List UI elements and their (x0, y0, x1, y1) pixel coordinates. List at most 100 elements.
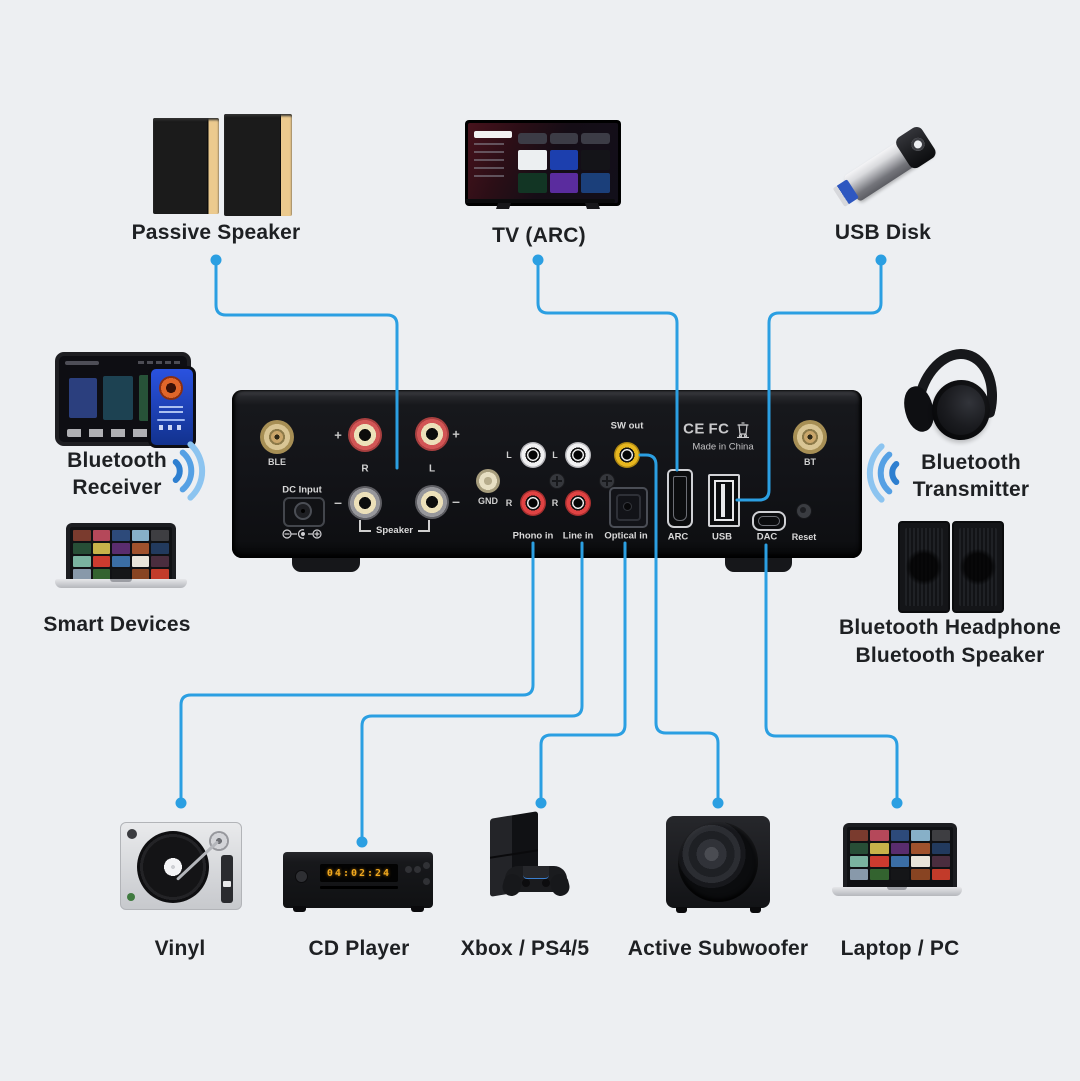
tv-bottom-bezel (465, 199, 615, 203)
port-label-dac: DAC (756, 531, 778, 543)
line-in-left-jack (565, 442, 591, 468)
reset-button[interactable] (796, 503, 812, 519)
tile (151, 530, 169, 541)
cd-knob (295, 870, 308, 883)
tv-shortcut-row (518, 133, 610, 144)
cd-slot (320, 886, 398, 889)
tile (73, 556, 91, 567)
subwoofer-foot (750, 907, 761, 913)
vinyl-illustration (120, 822, 242, 910)
tv-app-tiles (518, 150, 610, 193)
port-label-dc-input: DC Input (282, 484, 322, 496)
tile (581, 133, 610, 144)
tile (131, 556, 150, 567)
ble-antenna-connector (260, 420, 294, 454)
cd-button (423, 878, 430, 885)
panel-screw (599, 473, 615, 489)
tile (850, 830, 869, 841)
tile (112, 543, 130, 554)
tile (911, 856, 930, 867)
usb-disk-connector (832, 179, 859, 207)
line-laptop-dac (764, 543, 899, 802)
gamepad-grip (548, 872, 572, 898)
laptop-pc-label: Laptop / PC (840, 937, 960, 960)
bluetooth-receiver-label-1: Bluetooth (67, 449, 167, 472)
smart-devices-label: Smart Devices (43, 613, 191, 636)
tile (911, 830, 930, 841)
speaker-post-r-plus (348, 418, 382, 452)
usb-disk-label: USB Disk (834, 221, 932, 244)
subwoofer-driver (678, 822, 758, 902)
gamepad-touchpad (523, 866, 549, 879)
tile (112, 569, 130, 579)
cd-player-label: CD Player (308, 937, 410, 960)
bt-antenna-connector (793, 420, 827, 454)
channel-label-l: L (552, 450, 558, 460)
bracket-corner (417, 520, 430, 532)
line-cd-linein (360, 541, 584, 840)
port-label-ble: BLE (268, 457, 286, 467)
tile (549, 133, 579, 144)
album-grid (70, 527, 172, 579)
cd-player-illustration: 04:02:24 (283, 852, 433, 912)
tile (92, 530, 111, 541)
tv-search-bar (474, 131, 512, 138)
speaker-post-l-minus (415, 485, 449, 519)
turntable-switch (127, 893, 135, 901)
sw-out-jack (614, 442, 640, 468)
tv-label: TV (ARC) (492, 224, 586, 247)
tile (870, 856, 889, 867)
subwoofer-illustration (666, 816, 770, 913)
tablet-album (103, 376, 133, 420)
tile (850, 843, 869, 854)
cd-foot (293, 906, 306, 912)
passive-speaker-label: Passive Speaker (131, 221, 301, 244)
tile (890, 869, 910, 880)
subwoofer-label: Active Subwoofer (627, 937, 809, 960)
bracket-corner (359, 520, 371, 532)
tile (850, 856, 869, 867)
tile (870, 830, 889, 841)
tile (73, 543, 91, 554)
console-seam (490, 849, 538, 859)
bluetooth-transmitter-label-1: Bluetooth (921, 451, 1021, 474)
channel-label-r: R (551, 498, 559, 508)
tile (131, 543, 150, 554)
tile (151, 569, 169, 579)
line-console-optical (539, 541, 627, 802)
tv-illustration (465, 120, 621, 206)
speaker-bracket: Speaker (359, 520, 430, 536)
tablet-control-row (67, 429, 171, 437)
laptop-screen (843, 823, 957, 887)
channel-label-r: R (361, 463, 369, 475)
bluetooth-transmitter-label-2: Transmitter (912, 478, 1030, 501)
tile (931, 869, 950, 880)
bluetooth-outputs-label-2: Bluetooth Speaker (855, 644, 1045, 667)
weee-bin-icon (737, 422, 749, 438)
tv-menu-lines (474, 143, 504, 177)
tablet-nav-row (138, 361, 182, 364)
bluetooth-waves-right-icon (172, 441, 206, 501)
channel-label-l: L (506, 450, 512, 460)
channel-label-r: R (505, 498, 513, 508)
plus-sign: + (334, 427, 342, 443)
channel-label-l: L (428, 463, 436, 475)
ground-terminal (476, 469, 500, 493)
laptop-base (55, 579, 187, 588)
port-label-gnd: GND (478, 496, 498, 506)
port-label-usb: USB (711, 531, 733, 543)
port-label-bt: BT (804, 457, 816, 467)
dc-polarity-icon (282, 529, 322, 539)
tile (850, 869, 869, 880)
tile (549, 150, 579, 170)
tile (73, 530, 91, 541)
usb-disk-illustration (830, 118, 950, 218)
speaker-post-l-plus (415, 417, 449, 451)
vinyl-label: Vinyl (154, 937, 206, 960)
port-label-line: Line in (562, 530, 594, 542)
amplifier-rear-panel: BLE + + – – R L Speaker DC Input GND (232, 390, 862, 572)
tile (518, 173, 547, 193)
line-vinyl-phono (179, 541, 535, 802)
bookshelf-speaker (224, 114, 292, 216)
